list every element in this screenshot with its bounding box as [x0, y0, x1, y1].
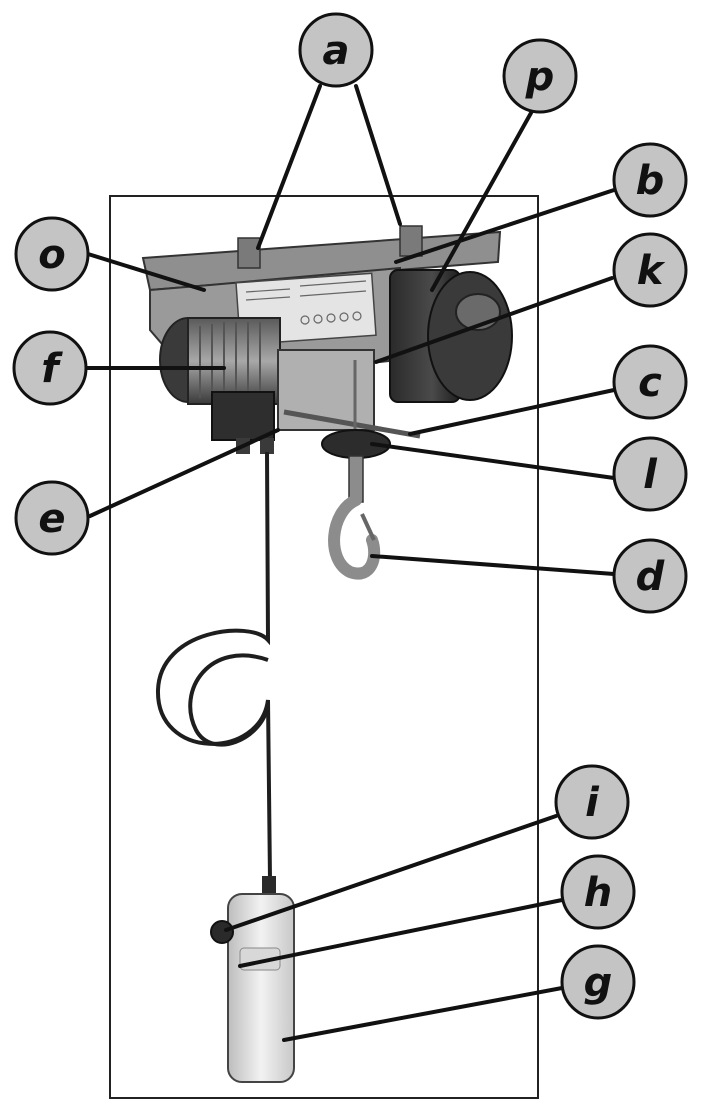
callout-l: l: [612, 436, 688, 512]
drum-end-plate: [427, 271, 513, 401]
callout-label-f: f: [41, 346, 63, 392]
switch-box: [211, 391, 275, 441]
callout-label-e: e: [38, 496, 65, 542]
callout-bubble-k: [612, 232, 688, 308]
callout-bubble-b: [612, 142, 688, 218]
callout-label-a: a: [323, 28, 350, 74]
callout-bubble-f: [12, 330, 88, 406]
callout-label-i: i: [585, 780, 600, 826]
callout-line-h: [238, 898, 564, 968]
callout-line-o: [86, 252, 206, 292]
callout-bubble-h: [560, 854, 636, 930]
callout-b: b: [612, 142, 688, 218]
hoist-illustration: [141, 225, 513, 1083]
bracket-hook-left: [237, 237, 261, 269]
callout-e: e: [14, 480, 90, 556]
callout-c: c: [612, 344, 688, 420]
callout-line-p: [430, 102, 538, 292]
bracket-hook-right: [399, 225, 423, 257]
control-cable-loop: [188, 653, 270, 747]
callout-bubble-e: [14, 480, 90, 556]
callout-label-k: k: [637, 248, 666, 294]
callout-line-k: [374, 276, 614, 364]
callout-line-b: [394, 188, 616, 264]
callout-bubble-g: [560, 944, 636, 1020]
callout-k: k: [612, 232, 688, 308]
callout-label-c: c: [638, 360, 662, 406]
callout-bubble-a: [298, 12, 374, 88]
callout-g: g: [560, 944, 636, 1020]
callout-label-o: o: [38, 232, 65, 278]
lifting-hook: [328, 494, 381, 580]
callout-bubble-o: [14, 216, 90, 292]
callout-p: p: [502, 38, 578, 114]
callout-i: i: [554, 764, 630, 840]
figure-frame: [109, 195, 539, 1099]
callout-line-a-left: [256, 84, 322, 250]
pendant-collar: [262, 876, 276, 896]
callout-line-i: [224, 814, 558, 932]
callout-line-g: [282, 986, 564, 1042]
callout-line-a-right: [354, 84, 402, 226]
callout-o: o: [14, 216, 90, 292]
callout-bubble-c: [612, 344, 688, 420]
callout-line-l: [370, 442, 616, 480]
callout-label-g: g: [584, 960, 613, 1006]
callout-label-b: b: [636, 158, 665, 204]
callout-bubble-d: [612, 538, 688, 614]
callout-lines: [84, 84, 616, 1042]
gear-housing: [277, 349, 375, 431]
callout-f: f: [12, 330, 88, 406]
cable-gland-right: [260, 438, 274, 454]
hook-latch: [360, 513, 376, 541]
callout-line-d: [370, 554, 616, 576]
callout-line-c: [408, 388, 616, 436]
callout-h: h: [560, 854, 636, 930]
pendant-body: [227, 893, 295, 1083]
callout-d: d: [612, 538, 688, 614]
callout-a: a: [298, 12, 374, 88]
callout-label-l: l: [643, 452, 658, 498]
callout-label-p: p: [525, 54, 555, 100]
callout-bubble-l: [612, 436, 688, 512]
callout-bubble-i: [554, 764, 630, 840]
label-plate-marks: [245, 280, 367, 325]
motor-cylinder: [187, 317, 281, 405]
callout-bubble-p: [502, 38, 578, 114]
guide-rod: [283, 409, 421, 439]
callout-label-h: h: [584, 870, 612, 916]
stop-button: [210, 920, 234, 944]
motor-fins: [199, 322, 261, 402]
callout-line-e: [88, 428, 280, 518]
control-cable: [155, 451, 272, 881]
callout-label-d: d: [636, 554, 665, 600]
